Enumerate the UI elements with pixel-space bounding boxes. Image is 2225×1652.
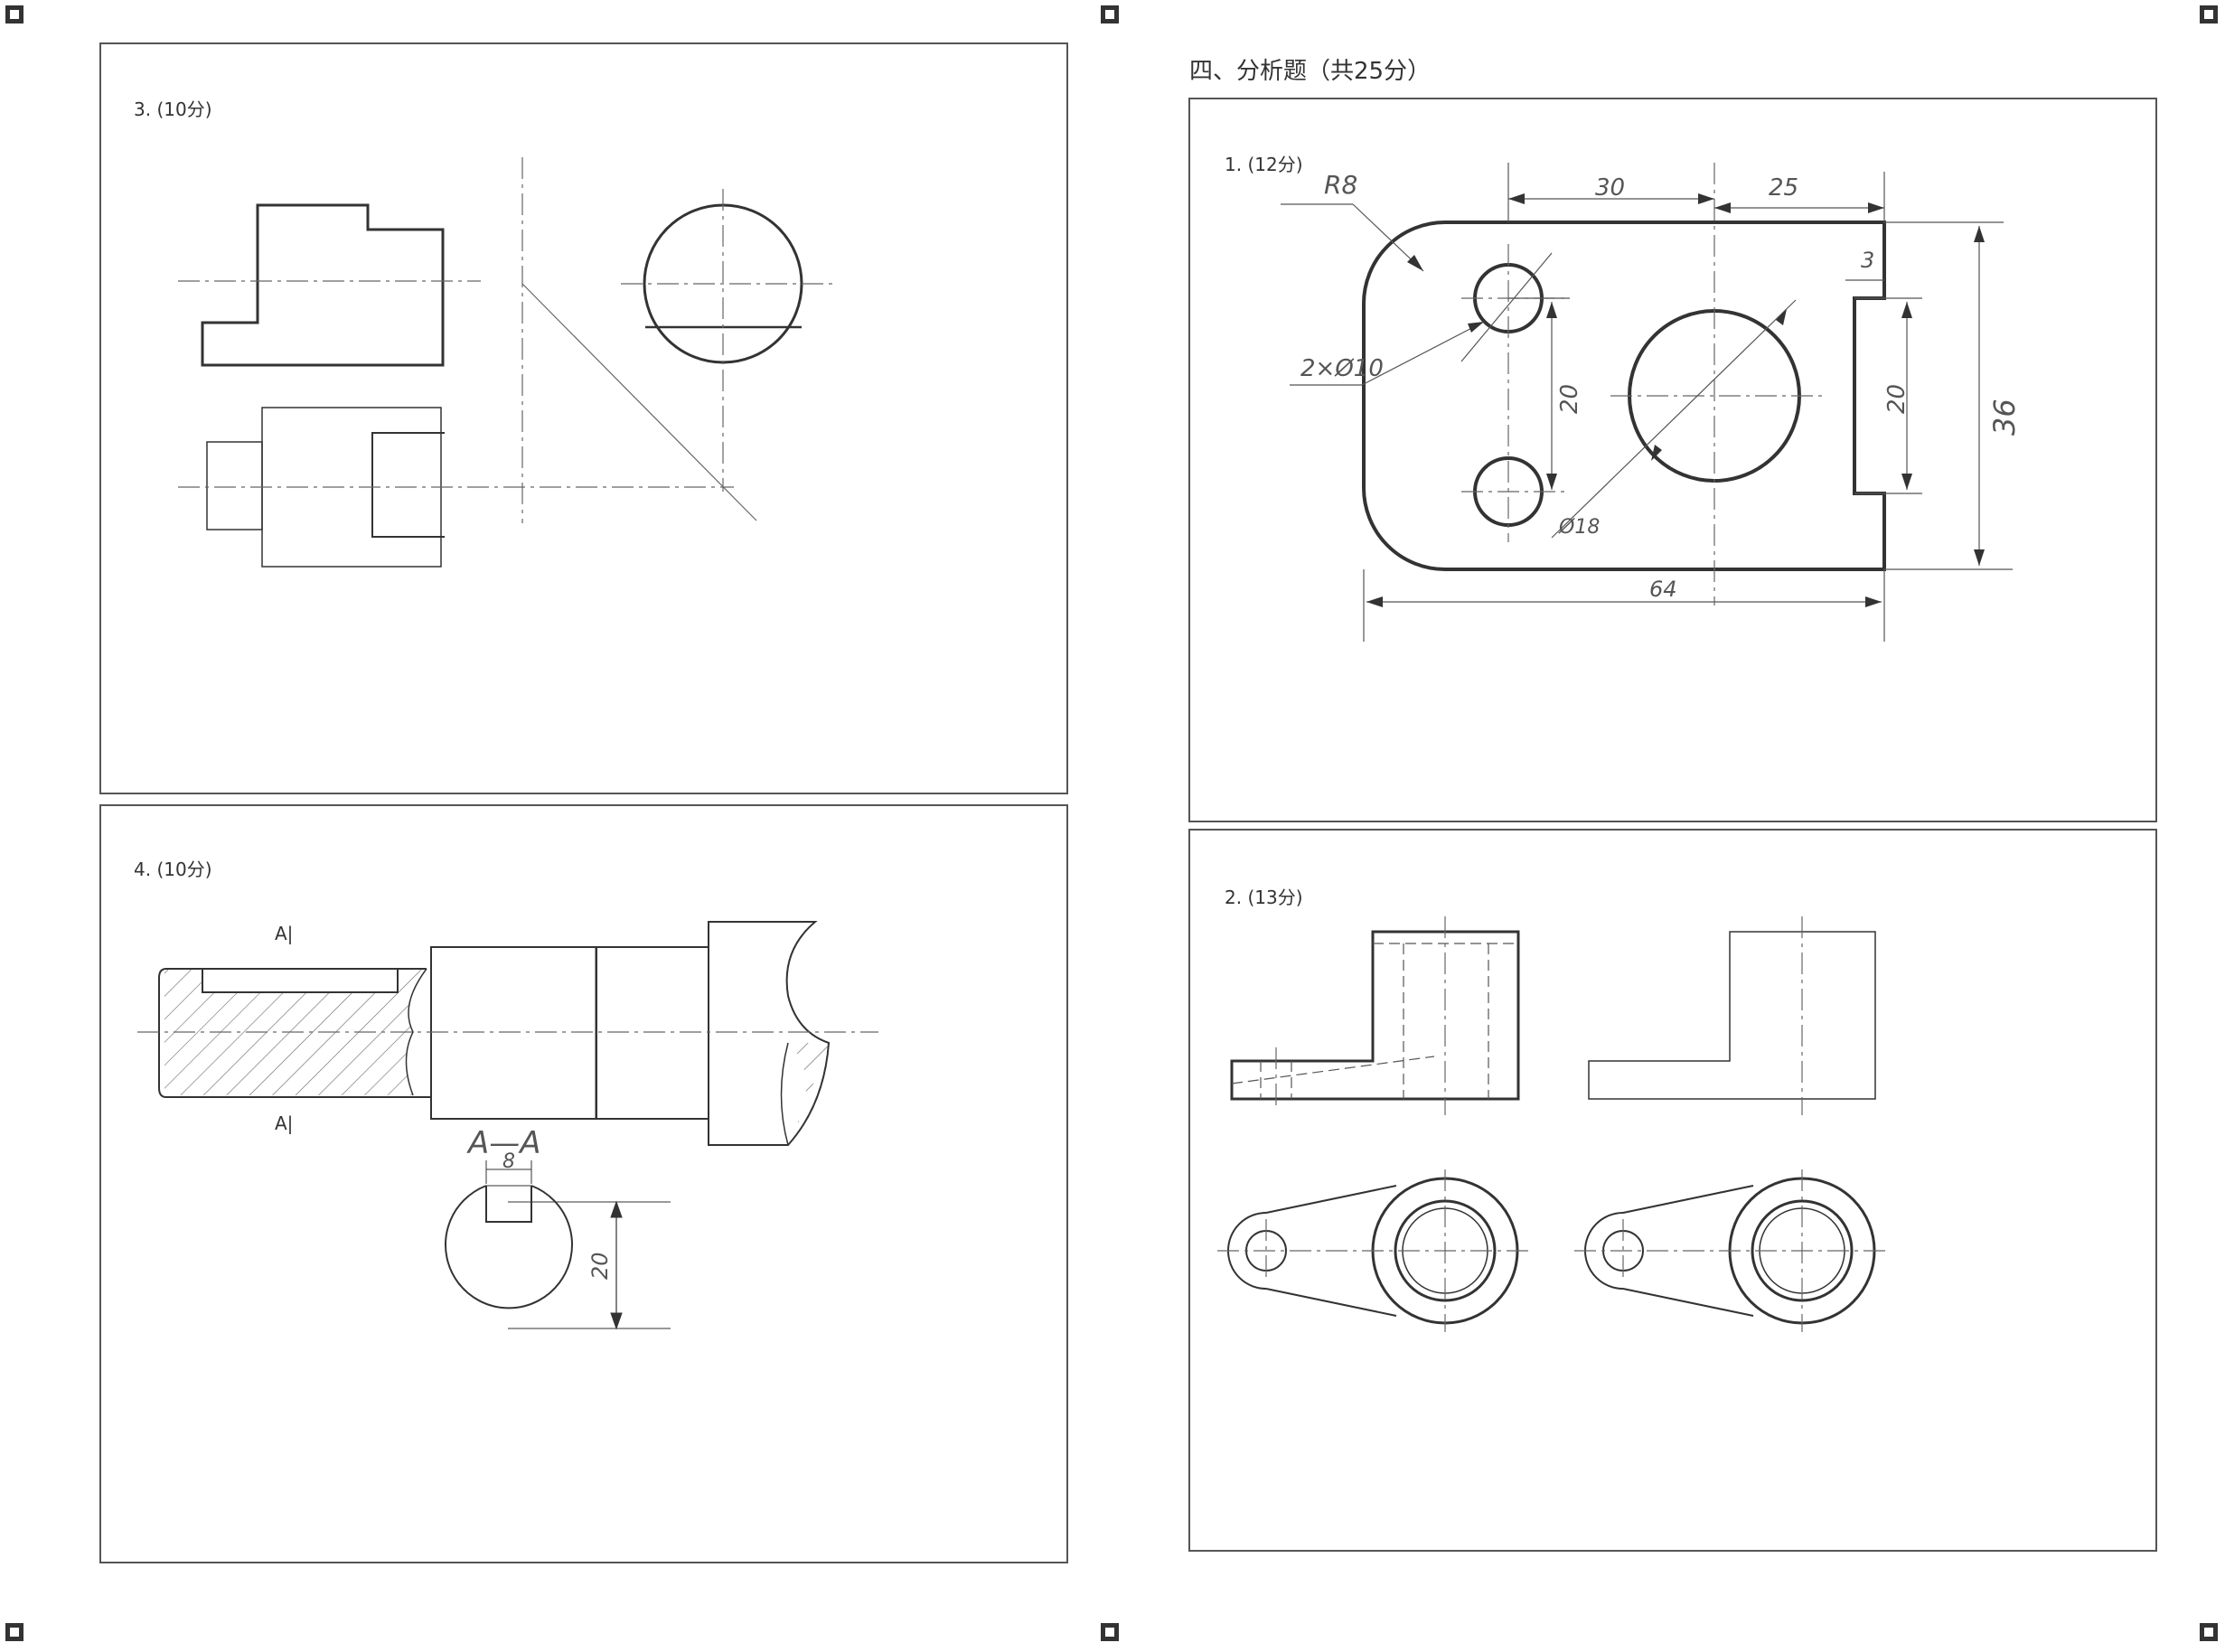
registration-marker-bottom-left (5, 1623, 23, 1641)
section-mark-top: A| (275, 923, 293, 944)
dimension-total-height: 36 (1987, 399, 2022, 436)
question-3-drawing (178, 157, 833, 568)
registration-marker-top-center (1101, 5, 1119, 23)
analysis-2-box: 2. (13分) (1188, 829, 2157, 1552)
question-4-box: 4. (10分) (99, 804, 1068, 1563)
question-4-drawing: A| A| A—A 8 20 (137, 921, 878, 1330)
section-view-title: A—A (466, 1125, 541, 1161)
question-3-label: 3. (10分) (134, 99, 212, 120)
analysis-1-box: 1. (12分) (1188, 98, 2157, 822)
dimension-width: 8 (502, 1150, 515, 1173)
registration-marker-top-right (2200, 5, 2218, 23)
section-title: 四、分析题（共25分） (1189, 58, 1432, 85)
dimension-notch-depth: 3 (1861, 248, 1874, 273)
dimension-height: 20 (587, 1252, 613, 1280)
dimension-hole-spacing: 20 (1556, 384, 1583, 414)
analysis-2-drawing (1217, 916, 1891, 1332)
dimension-big-hole: Ø18 (1558, 516, 1600, 539)
dimension-radius: R8 (1324, 170, 1357, 200)
dimension-total-width: 64 (1649, 577, 1677, 602)
dimension-top-right: 25 (1769, 174, 1798, 202)
section-mark-bottom: A| (275, 1112, 293, 1134)
question-4-label: 4. (10分) (134, 859, 212, 880)
dimension-notch-height: 20 (1883, 384, 1910, 414)
dimension-holes: 2×Ø10 (1300, 355, 1384, 382)
registration-marker-top-left (5, 5, 23, 23)
question-3-box: 3. (10分) (99, 42, 1068, 794)
dimension-top-left: 30 (1595, 174, 1625, 202)
analysis-1-drawing: R8 2×Ø10 Ø18 30 25 3 20 20 36 64 (1281, 163, 2022, 642)
analysis-1-label: 1. (12分) (1225, 154, 1303, 175)
analysis-2-label: 2. (13分) (1225, 887, 1303, 908)
registration-marker-bottom-center (1101, 1623, 1119, 1641)
registration-marker-bottom-right (2200, 1623, 2218, 1641)
